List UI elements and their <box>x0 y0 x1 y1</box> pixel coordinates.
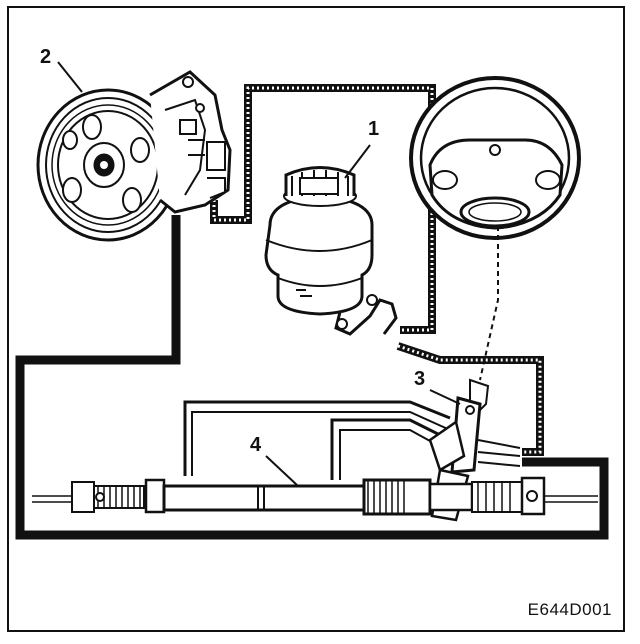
callout-4-label: 4 <box>250 434 262 456</box>
steering-rack <box>32 476 598 516</box>
leader-2 <box>57 61 83 93</box>
callout-2-label: 2 <box>40 46 52 68</box>
fluid-reservoir <box>264 166 398 336</box>
leader-lines <box>57 61 461 487</box>
return-hose <box>15 215 609 540</box>
steering-wheel <box>409 76 581 240</box>
steering-column <box>479 226 499 381</box>
cylinder-line-left-2 <box>191 411 451 476</box>
pressure-hose-inner <box>212 86 434 332</box>
hose-system <box>15 84 609 540</box>
figure-code: E644D001 <box>527 600 612 619</box>
cylinder-line-right <box>330 418 451 480</box>
valve-lines-right <box>477 439 521 467</box>
power-steering-pump <box>36 70 232 242</box>
leader-3 <box>429 389 461 405</box>
callout-1-label: 1 <box>368 118 380 140</box>
callout-3-label: 3 <box>414 368 426 390</box>
leader-4 <box>265 455 299 487</box>
leader-1 <box>344 144 371 179</box>
reservoir-hose-outer <box>396 342 544 456</box>
cylinder-line-left <box>183 400 451 476</box>
